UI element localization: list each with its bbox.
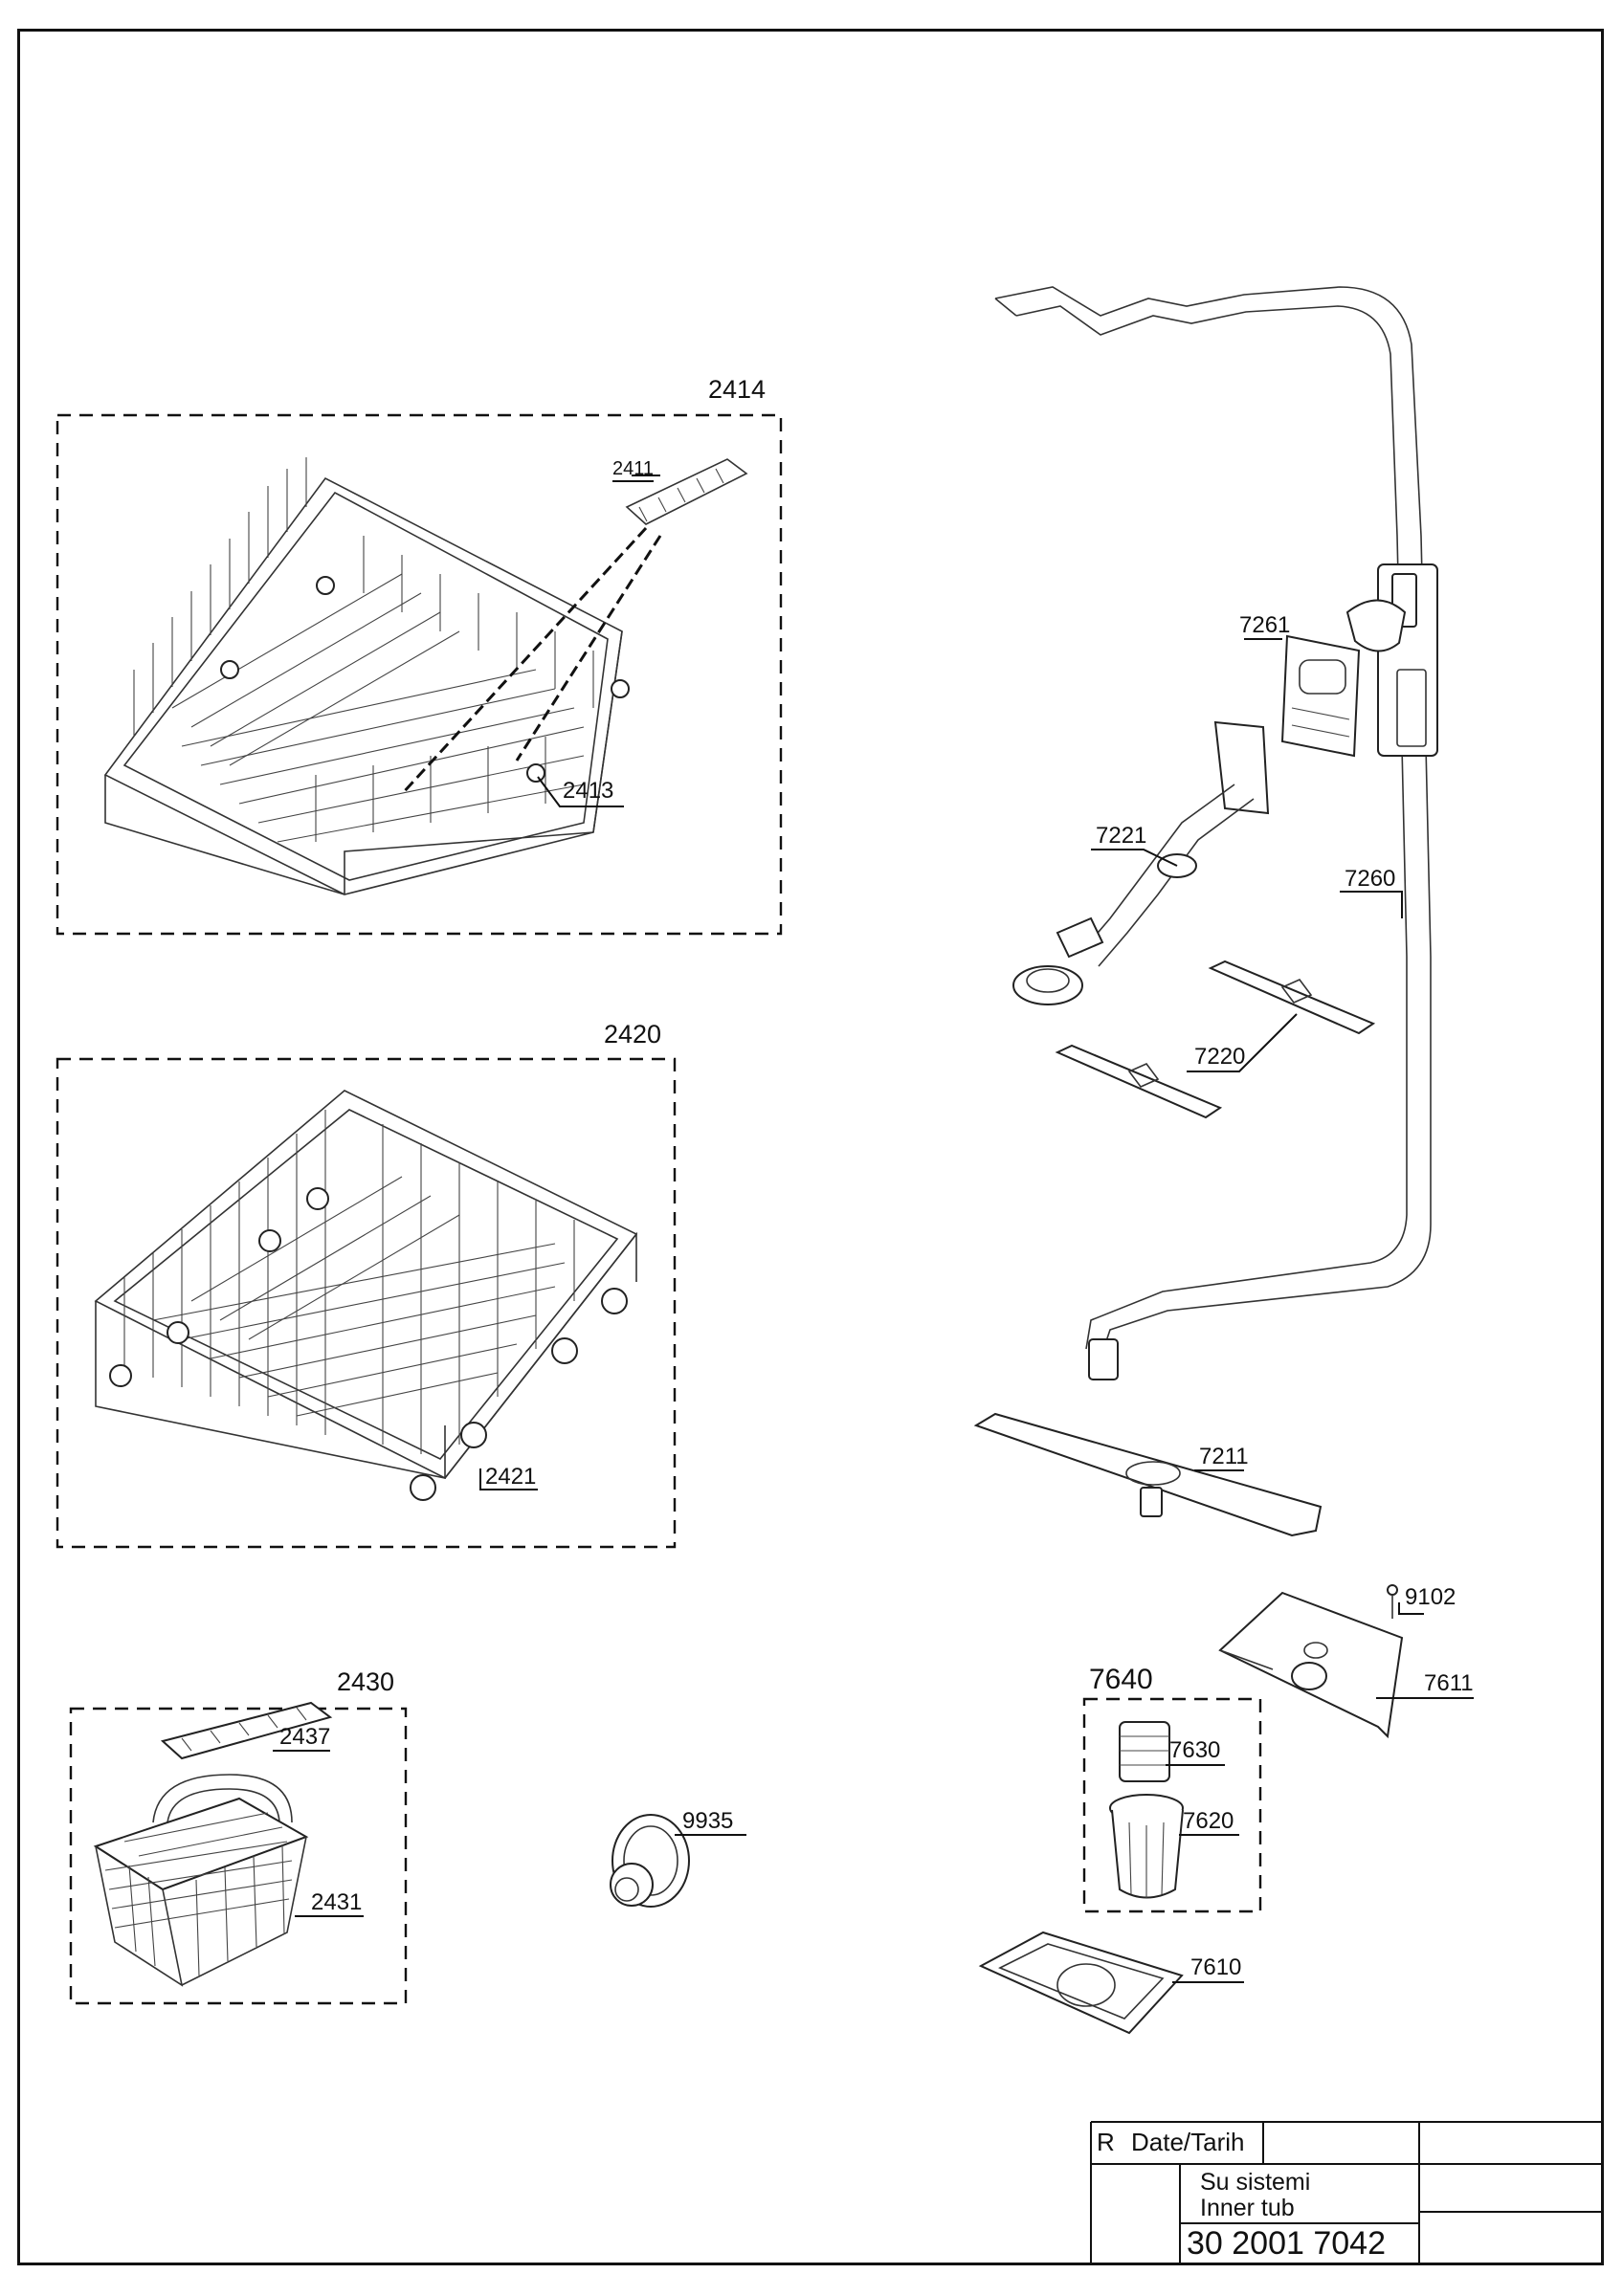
part-label-9935: 9935 xyxy=(682,1808,734,1834)
part-label-7261: 7261 xyxy=(1239,612,1291,638)
part-label-2437: 2437 xyxy=(279,1724,331,1750)
part-label-7220: 7220 xyxy=(1194,1044,1246,1070)
part-label-2413: 2413 xyxy=(563,778,614,804)
part-9102-drawing xyxy=(1387,1584,1398,1619)
upper-basket-drawing xyxy=(103,457,630,895)
group-box-cutlery-basket xyxy=(69,1707,408,2005)
part-label-2431: 2431 xyxy=(311,1889,363,1915)
cutlery-basket-drawing xyxy=(93,1701,333,1987)
part-7611-drawing xyxy=(1218,1591,1404,1739)
part-label-7221: 7221 xyxy=(1096,823,1147,849)
group-label-lower-basket: 2420 xyxy=(604,1020,662,1049)
group-box-upper-basket xyxy=(56,413,783,936)
lower-basket-drawing xyxy=(94,1090,638,1501)
part-7221-drawing xyxy=(1012,720,1270,1005)
title-block-title-tr: Su sistemi xyxy=(1200,2169,1311,2196)
title-block-date-label: Date/Tarih xyxy=(1131,2128,1245,2156)
part-label-7610: 7610 xyxy=(1190,1954,1242,1980)
part-7260-pipe-drawing xyxy=(994,286,1438,1380)
part-label-7211: 7211 xyxy=(1199,1444,1249,1469)
part-7220-drawing xyxy=(1055,960,1376,1119)
part-2411-rail xyxy=(625,458,748,525)
part-7620-drawing xyxy=(1109,1794,1184,1899)
part-label-7260: 7260 xyxy=(1345,866,1396,892)
part-7211-drawing xyxy=(973,1412,1323,1537)
title-block-frame xyxy=(1090,2121,1604,2265)
part-label-2411: 2411 xyxy=(612,459,655,482)
group-label-cutlery-basket: 2430 xyxy=(337,1667,395,1696)
part-label-9102: 9102 xyxy=(1405,1584,1456,1610)
part-7261-drawing xyxy=(1280,634,1361,758)
title-block-title-en: Inner tub xyxy=(1200,2195,1295,2221)
drawing-sheet-border xyxy=(17,29,1604,2265)
part-9935-drawing xyxy=(610,1814,690,1908)
group-label-upper-basket: 2414 xyxy=(708,375,767,404)
group-label-filter-assembly: 7640 xyxy=(1089,1664,1153,1695)
part-label-7620: 7620 xyxy=(1183,1808,1234,1834)
title-block-rev-label: R xyxy=(1097,2128,1115,2156)
leader-lines xyxy=(273,475,1474,1983)
group-box-filter-assembly xyxy=(1082,1697,1262,1913)
part-7610-drawing xyxy=(978,1931,1184,2035)
part-label-7630: 7630 xyxy=(1169,1737,1221,1763)
part-label-2421: 2421 xyxy=(485,1464,537,1490)
title-block-drawing-number: 30 2001 7042 xyxy=(1187,2225,1386,2262)
part-7630-drawing xyxy=(1119,1721,1170,1782)
group-box-lower-basket xyxy=(56,1057,677,1549)
part-label-7611: 7611 xyxy=(1424,1670,1474,1696)
